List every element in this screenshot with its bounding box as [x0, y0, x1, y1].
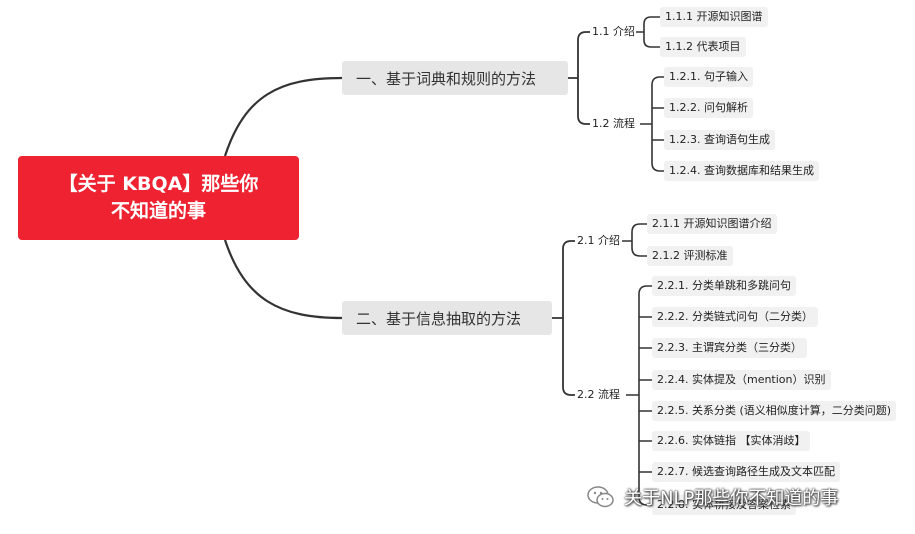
- leaf-1-2-3[interactable]: 1.2.3. 查询语句生成: [664, 130, 775, 150]
- root-title-line2: 不知道的事: [110, 200, 206, 222]
- leaf-2-2-6[interactable]: 2.2.6. 实体链指 【实体消歧】: [652, 431, 811, 451]
- leaf-1-2-1[interactable]: 1.2.1. 句子输入: [664, 67, 753, 87]
- sub-node-1-1[interactable]: 1.1 介绍: [592, 25, 635, 38]
- leaf-1-2-2[interactable]: 1.2.2. 问句解析: [664, 98, 753, 118]
- link-root-branch2: [223, 239, 343, 320]
- leaf-2-2-5[interactable]: 2.2.5. 关系分类 (语义相似度计算，二分类问题): [652, 401, 897, 421]
- branch-label: 二、基于信息抽取的方法: [356, 309, 522, 328]
- root-title-line1: 【关于 KBQA】那些你: [58, 173, 259, 195]
- watermark-text: 关于NLP那些你不知道的事: [624, 488, 839, 509]
- sub-node-1-2[interactable]: 1.2 流程: [592, 117, 635, 130]
- leaf-2-2-3[interactable]: 2.2.3. 主谓宾分类（三分类）: [652, 338, 807, 358]
- wechat-icon: [587, 486, 614, 508]
- leaf-1-2-4[interactable]: 1.2.4. 查询数据库和结果生成: [664, 161, 819, 181]
- leaf-2-2-8[interactable]: 2.2.8. 实体桥接及答案检索: [652, 495, 796, 515]
- link-root-branch1: [223, 76, 343, 157]
- leaf-2-2-7[interactable]: 2.2.7. 候选查询路径生成及文本匹配: [652, 462, 840, 482]
- link-2-2-leaves: [626, 285, 652, 506]
- leaf-1-1-1[interactable]: 1.1.1 开源知识图谱: [660, 7, 768, 27]
- leaf-2-2-1[interactable]: 2.2.1. 分类单跳和多跳问句: [652, 276, 796, 296]
- branch-label: 一、基于词典和规则的方法: [356, 69, 537, 88]
- leaf-2-2-4[interactable]: 2.2.4. 实体提及（mention）识别: [652, 370, 831, 390]
- root-node[interactable]: 【关于 KBQA】那些你 不知道的事: [18, 156, 299, 240]
- leaf-2-1-1[interactable]: 2.1.1 开源知识图谱介绍: [647, 214, 777, 234]
- sub-node-2-2[interactable]: 2.2 流程: [577, 388, 620, 401]
- leaf-2-1-2[interactable]: 2.1.2 评测标准: [647, 246, 733, 266]
- link-1-2-leaves: [640, 76, 664, 172]
- branch-information-extraction[interactable]: 二、基于信息抽取的方法: [342, 301, 552, 335]
- leaf-2-2-2[interactable]: 2.2.2. 分类链式问句（二分类）: [652, 307, 818, 327]
- link-1-1-leaves: [636, 16, 660, 48]
- link-branch2-subs: [552, 240, 575, 396]
- sub-node-2-1[interactable]: 2.1 介绍: [577, 234, 620, 247]
- branch-dictionary-rules[interactable]: 一、基于词典和规则的方法: [342, 61, 568, 95]
- watermark: 关于NLP那些你不知道的事: [586, 482, 838, 512]
- link-2-1-leaves: [622, 223, 647, 257]
- leaf-1-1-2[interactable]: 1.1.2 代表项目: [660, 37, 746, 57]
- link-branch1-subs: [568, 31, 590, 125]
